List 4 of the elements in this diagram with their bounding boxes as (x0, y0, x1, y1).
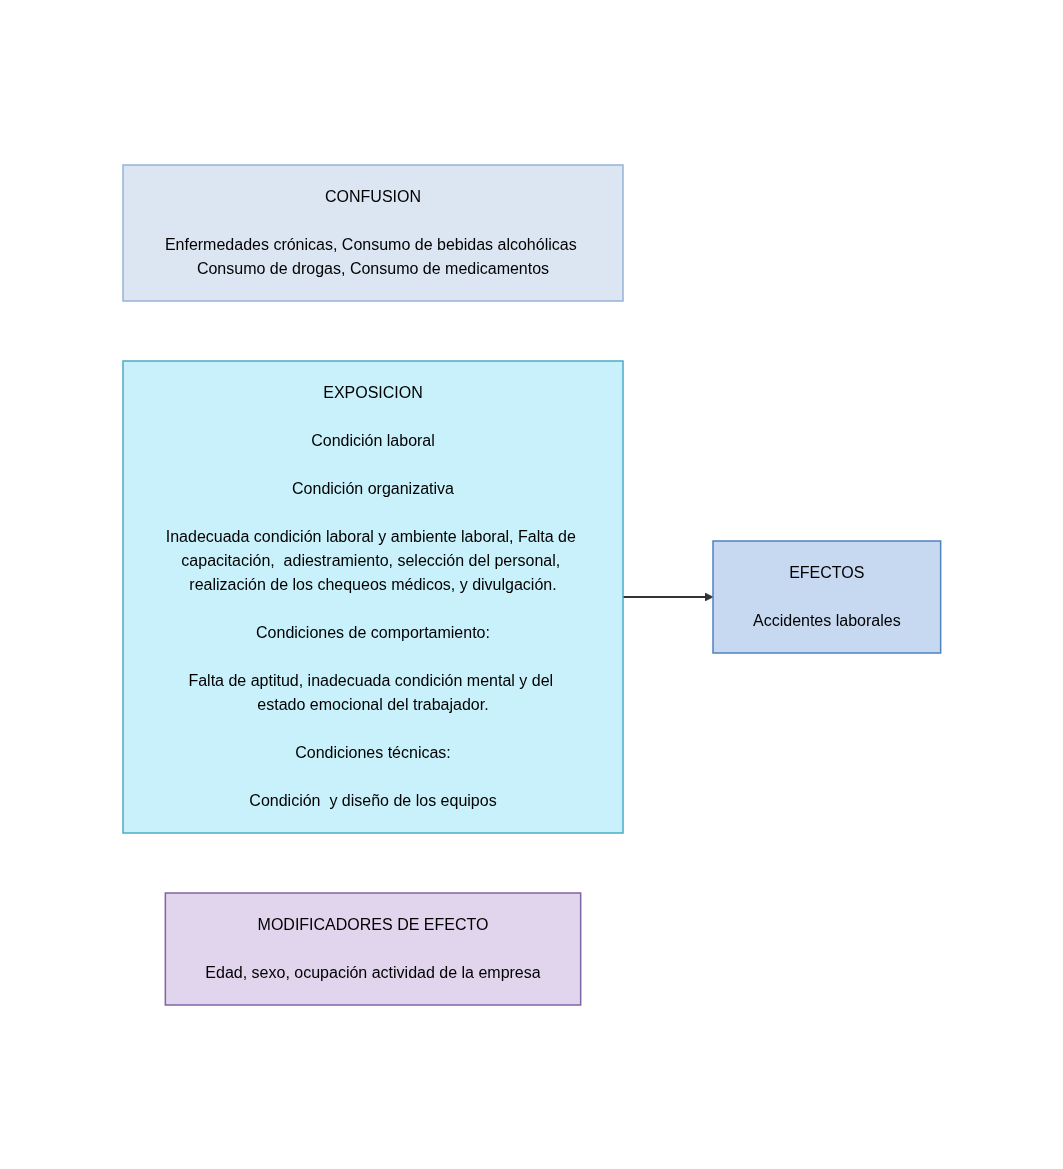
node-box: CONFUSION Enfermedades crónicas, Consumo de bebidas alcohólicas Consumo de drogas, Consumo de medicamentos (121, 163, 624, 302)
node-box: EXPOSICION Condición laboral Condición organizativa Inadecuada condición laboral y ambiente laboral, Falta de capacitación, adiestramiento, selección del personal, realización de los chequeos médicos, y divulgación. Condiciones de comportamiento: Falta de aptitud, inadecuada condición mental y del estado emocional del trabajador. Condiciones técnicas: Condición y diseño de los equipos (121, 359, 624, 834)
node-box: EFECTOS Accidentes laborales (711, 539, 942, 654)
node-box: MODIFICADORES DE EFECTO Edad, sexo, ocupación actividad de la empresa (164, 891, 582, 1006)
